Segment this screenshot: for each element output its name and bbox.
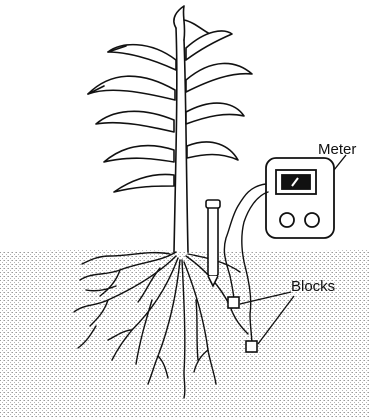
corn-plant-icon: [88, 6, 252, 252]
meter-label: Meter: [318, 142, 356, 157]
moisture-meter-icon: [266, 158, 334, 238]
probe-tube-icon: [206, 200, 220, 286]
blocks-label: Blocks: [291, 279, 335, 294]
